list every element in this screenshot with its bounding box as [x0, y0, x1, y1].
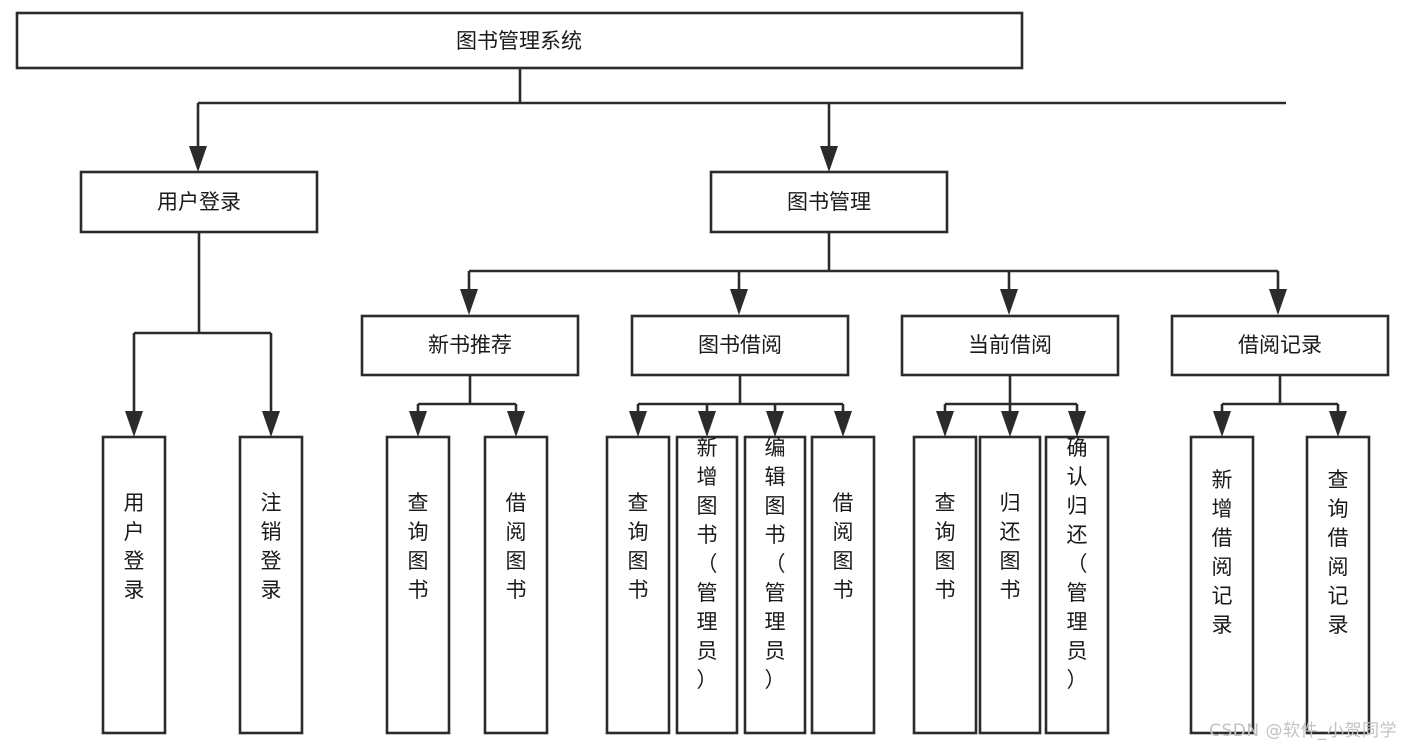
arrow-to-current-borrow: [1000, 289, 1018, 315]
leaf-add-record-label: 新增借阅记录: [1212, 468, 1233, 637]
connector-new-book-recommend-to-leaves: [416, 375, 518, 411]
arrow-to-leaf-user-logout: [262, 411, 280, 437]
arrow-to-leaf-edit-book: [766, 411, 784, 437]
leaf-return-book[interactable]: 归还图书: [978, 435, 1042, 735]
node-borrow-record-label: 借阅记录: [1238, 333, 1322, 357]
arrow-to-leaf-borrow-book-2: [834, 411, 852, 437]
arrow-to-book-borrow: [730, 289, 748, 315]
leaf-query-record[interactable]: 查询借阅记录: [1305, 435, 1371, 735]
node-root-label: 图书管理系统: [456, 29, 582, 53]
arrow-to-leaf-add-record: [1213, 411, 1231, 437]
connector-root-to-level1: [196, 68, 1286, 146]
node-book-borrow-label: 图书借阅: [698, 333, 782, 357]
leaf-add-record[interactable]: 新增借阅记录: [1189, 435, 1255, 735]
node-current-borrow[interactable]: 当前借阅: [900, 314, 1120, 377]
node-new-book-recommend-label: 新书推荐: [428, 333, 512, 357]
arrow-to-leaf-query-book-2: [629, 411, 647, 437]
node-user-login-label: 用户登录: [157, 190, 241, 214]
node-borrow-record[interactable]: 借阅记录: [1170, 314, 1390, 377]
connector-user-login-to-leaves: [132, 232, 273, 411]
leaf-user-login-label: 用户登录: [124, 491, 145, 602]
arrow-to-leaf-query-record: [1329, 411, 1347, 437]
leaf-confirm-return-label: 确认归还（管理员）: [1067, 436, 1088, 692]
leaf-user-logout-label: 注销登录: [261, 491, 282, 602]
leaf-borrow-book-2[interactable]: 借阅图书: [810, 435, 876, 735]
connector-borrow-record-to-leaves: [1220, 375, 1340, 411]
leaf-edit-book-label: 编辑图书（管理员）: [765, 436, 786, 692]
arrow-to-leaf-query-book-3: [936, 411, 954, 437]
arrow-to-leaf-borrow-book-1: [507, 411, 525, 437]
arrow-to-borrow-record: [1269, 289, 1287, 315]
connector-book-borrow-to-leaves: [636, 375, 845, 411]
leaf-edit-book[interactable]: 编辑图书（管理员）: [743, 435, 807, 735]
node-current-borrow-label: 当前借阅: [968, 333, 1052, 357]
arrow-to-leaf-query-book-1: [409, 411, 427, 437]
leaf-query-book-1[interactable]: 查询图书: [385, 435, 451, 735]
leaf-user-login[interactable]: 用户登录: [101, 435, 167, 735]
leaf-add-book[interactable]: 新增图书（管理员）: [675, 435, 739, 735]
arrow-to-leaf-confirm-return: [1068, 411, 1086, 437]
leaf-query-book-1-label: 查询图书: [408, 491, 429, 602]
leaf-user-logout[interactable]: 注销登录: [238, 435, 304, 735]
connector-current-borrow-to-leaves: [943, 375, 1079, 411]
leaf-borrow-book-1-label: 借阅图书: [506, 491, 527, 602]
leaf-query-book-3-label: 查询图书: [935, 491, 956, 602]
connector-book-manage-to-level2: [467, 232, 1280, 289]
leaf-confirm-return[interactable]: 确认归还（管理员）: [1044, 435, 1110, 735]
leaf-query-book-2[interactable]: 查询图书: [605, 435, 671, 735]
arrow-to-leaf-return-book: [1001, 411, 1019, 437]
leaf-add-book-label: 新增图书（管理员）: [697, 436, 718, 692]
arrow-to-leaf-add-book: [698, 411, 716, 437]
arrow-to-book-manage: [820, 146, 838, 172]
arrow-to-user-login: [189, 146, 207, 172]
node-root[interactable]: 图书管理系统: [15, 11, 1024, 70]
leaf-borrow-book-2-label: 借阅图书: [833, 491, 854, 602]
arrow-to-new-book-recommend: [460, 289, 478, 315]
node-book-manage-label: 图书管理: [787, 190, 871, 214]
node-book-borrow[interactable]: 图书借阅: [630, 314, 850, 377]
leaf-return-book-label: 归还图书: [1000, 491, 1021, 602]
leaf-borrow-book-1[interactable]: 借阅图书: [483, 435, 549, 735]
node-book-manage[interactable]: 图书管理: [709, 170, 949, 234]
leaf-query-book-2-label: 查询图书: [628, 491, 649, 602]
arrow-to-leaf-user-login: [125, 411, 143, 437]
leaf-query-book-3[interactable]: 查询图书: [912, 435, 978, 735]
node-new-book-recommend[interactable]: 新书推荐: [360, 314, 580, 377]
leaf-query-record-label: 查询借阅记录: [1328, 468, 1349, 637]
node-user-login[interactable]: 用户登录: [79, 170, 319, 234]
